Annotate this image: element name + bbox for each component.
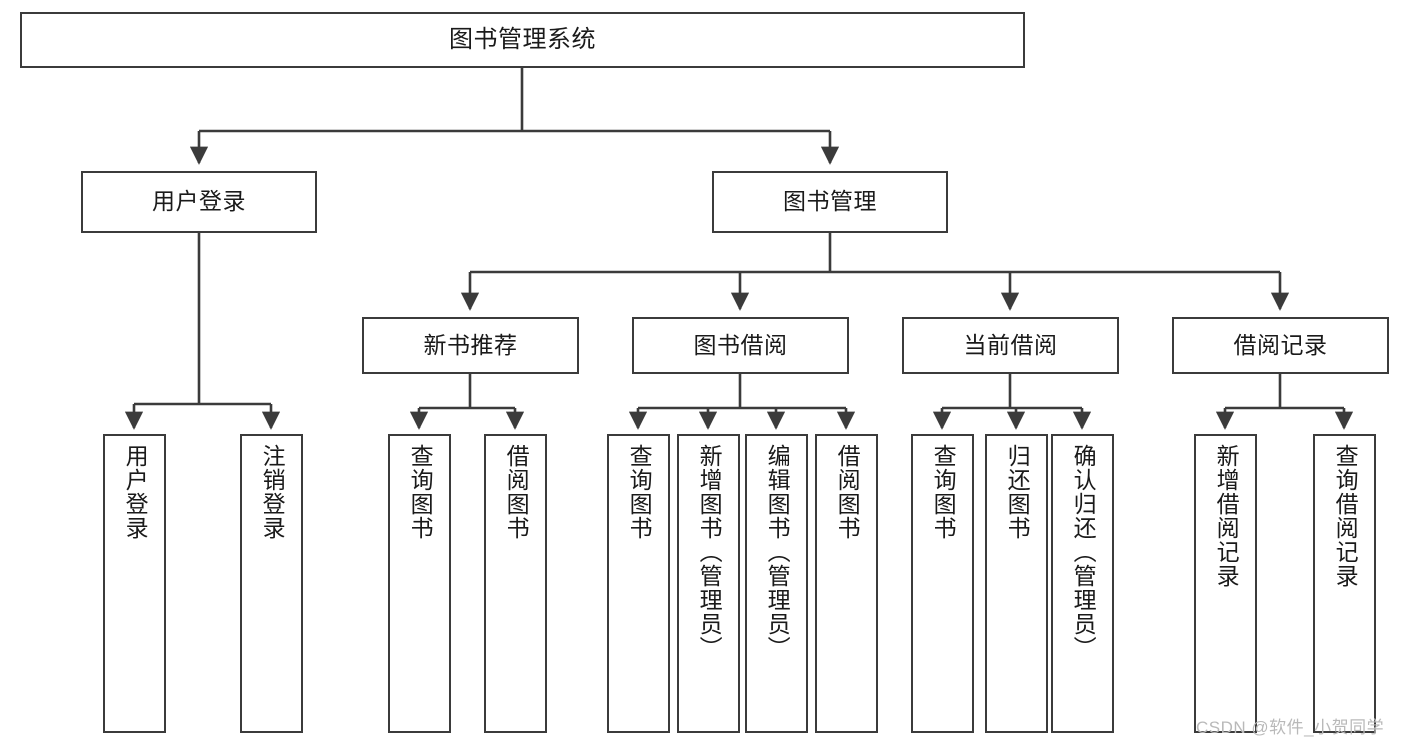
- node-leaf-add-book-label: 新增图书（管理员）: [696, 444, 723, 660]
- node-leaf-logout-label: 注销登录: [259, 444, 286, 540]
- node-current-borrow[interactable]: 当前借阅: [902, 317, 1119, 374]
- node-leaf-borrow-book[interactable]: 借阅图书: [815, 434, 878, 733]
- node-book-borrow-label: 图书借阅: [693, 331, 788, 358]
- node-leaf-query-book-current-label: 查询图书: [930, 444, 957, 540]
- node-leaf-query-book-new-label: 查询图书: [407, 444, 434, 540]
- node-leaf-confirm-return-label: 确认归还（管理员）: [1070, 444, 1097, 660]
- node-book-borrow[interactable]: 图书借阅: [632, 317, 849, 374]
- node-leaf-query-book-current[interactable]: 查询图书: [911, 434, 974, 733]
- node-leaf-borrow-book-new[interactable]: 借阅图书: [484, 434, 547, 733]
- node-leaf-logout[interactable]: 注销登录: [240, 434, 303, 733]
- node-leaf-borrow-book-new-label: 借阅图书: [503, 444, 530, 540]
- node-leaf-edit-book[interactable]: 编辑图书（管理员）: [745, 434, 808, 733]
- node-leaf-query-book-borrow[interactable]: 查询图书: [607, 434, 670, 733]
- node-leaf-query-borrow-record-label: 查询借阅记录: [1332, 444, 1359, 588]
- node-user-login[interactable]: 用户登录: [81, 171, 317, 233]
- node-leaf-query-book-new[interactable]: 查询图书: [388, 434, 451, 733]
- node-leaf-add-borrow-record-label: 新增借阅记录: [1213, 444, 1240, 588]
- node-new-book-recommend-label: 新书推荐: [423, 331, 518, 358]
- node-leaf-confirm-return[interactable]: 确认归还（管理员）: [1051, 434, 1114, 733]
- node-borrow-record-label: 借阅记录: [1233, 331, 1328, 358]
- node-leaf-user-login[interactable]: 用户登录: [103, 434, 166, 733]
- node-user-login-label: 用户登录: [152, 188, 246, 215]
- node-new-book-recommend[interactable]: 新书推荐: [362, 317, 579, 374]
- node-leaf-borrow-book-label: 借阅图书: [834, 444, 861, 540]
- node-leaf-query-book-borrow-label: 查询图书: [626, 444, 653, 540]
- node-book-management[interactable]: 图书管理: [712, 171, 948, 233]
- node-leaf-add-borrow-record[interactable]: 新增借阅记录: [1194, 434, 1257, 733]
- node-borrow-record[interactable]: 借阅记录: [1172, 317, 1389, 374]
- node-leaf-edit-book-label: 编辑图书（管理员）: [764, 444, 791, 660]
- node-leaf-user-login-label: 用户登录: [122, 444, 149, 540]
- node-leaf-add-book[interactable]: 新增图书（管理员）: [677, 434, 740, 733]
- node-leaf-query-borrow-record[interactable]: 查询借阅记录: [1313, 434, 1376, 733]
- node-current-borrow-label: 当前借阅: [963, 331, 1058, 358]
- node-root-label: 图书管理系统: [449, 25, 596, 53]
- csdn-watermark: CSDN @软件_小贺同学: [1196, 718, 1385, 737]
- node-root[interactable]: 图书管理系统: [20, 12, 1025, 68]
- node-leaf-return-book-label: 归还图书: [1004, 444, 1031, 540]
- node-book-management-label: 图书管理: [783, 188, 877, 215]
- node-leaf-return-book[interactable]: 归还图书: [985, 434, 1048, 733]
